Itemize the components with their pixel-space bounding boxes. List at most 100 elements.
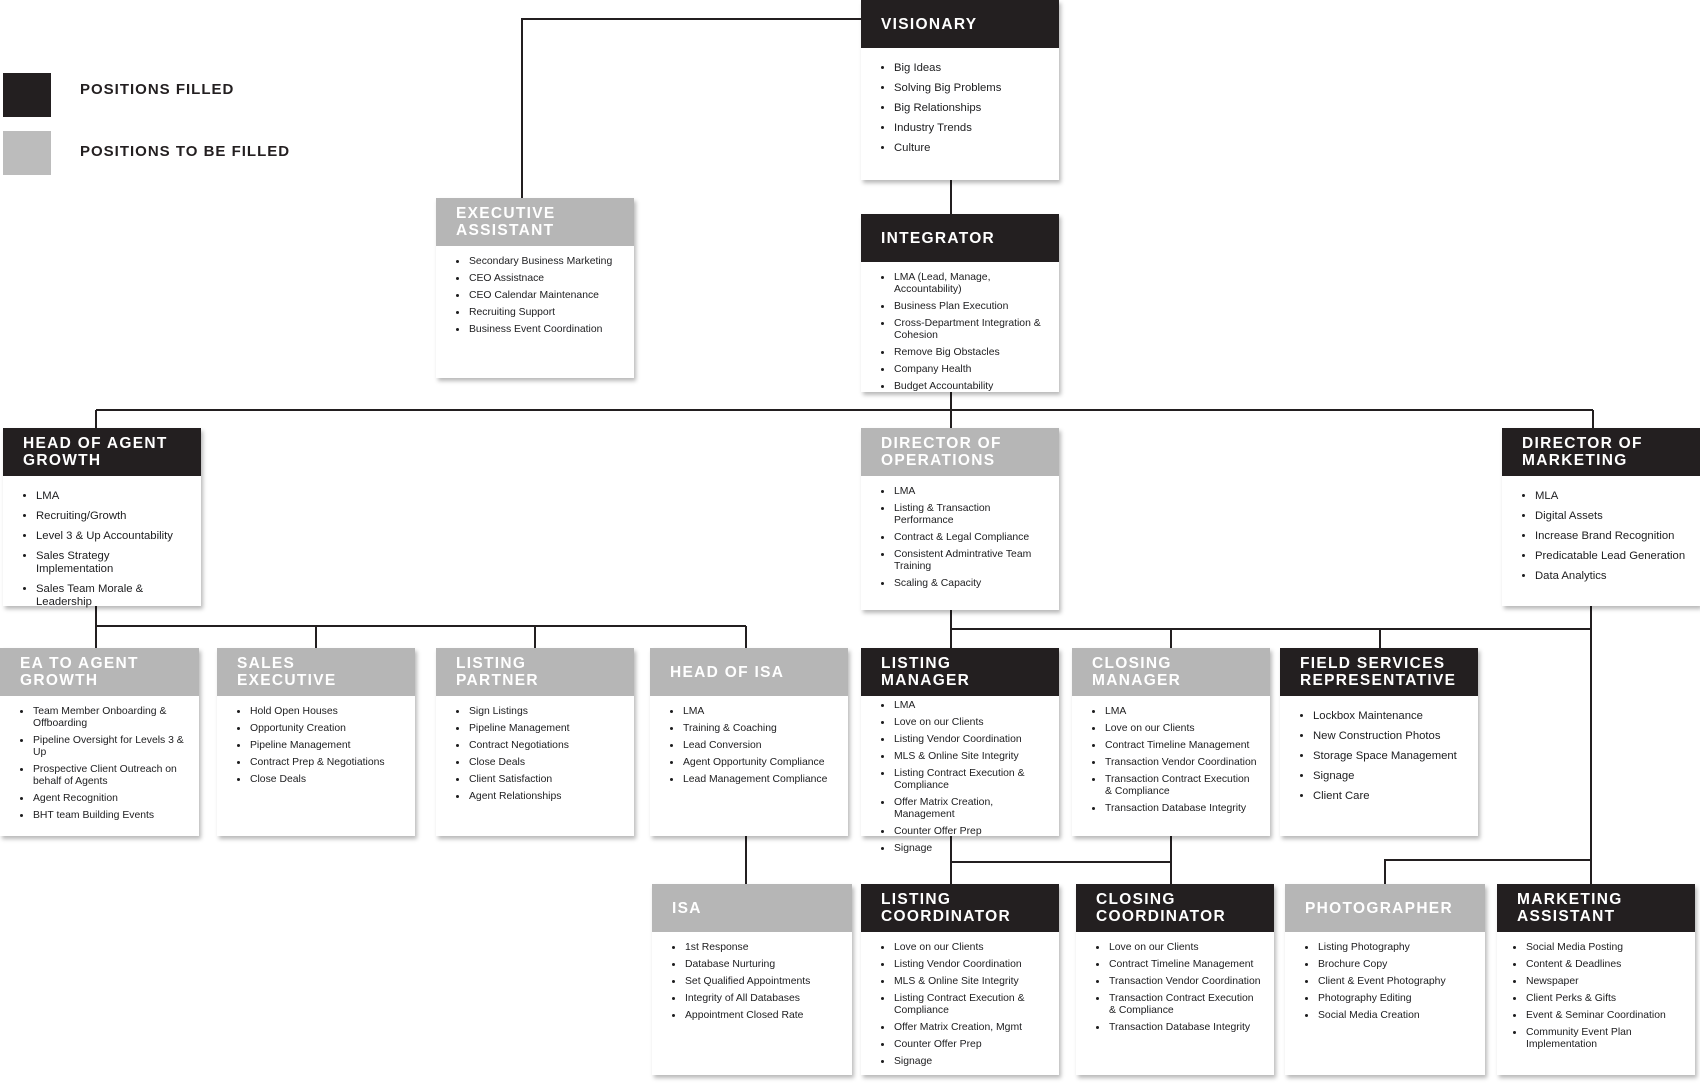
responsibility-item: Budget Accountability <box>881 381 1047 393</box>
responsibility-item: Counter Offer Prep <box>881 826 1047 838</box>
responsibility-item: LMA <box>881 486 1047 498</box>
responsibility-item: Increase Brand Recognition <box>1522 530 1688 543</box>
responsibility-item: Transaction Vendor Coordination <box>1096 976 1262 988</box>
card-title: HEAD OF AGENT GROWTH <box>3 428 201 476</box>
responsibility-item: Transaction Contract Execution & Complia… <box>1096 993 1262 1017</box>
responsibility-item: Client Satisfaction <box>456 774 622 786</box>
responsibility-item: Love on our Clients <box>881 942 1047 954</box>
responsibility-item: Transaction Database Integrity <box>1092 803 1258 815</box>
responsibility-item: Listing & Transaction Performance <box>881 503 1047 527</box>
responsibility-item: Listing Contract Execution & Compliance <box>881 768 1047 792</box>
card-head-of-agent-growth: HEAD OF AGENT GROWTH LMA Recruiting/Growt… <box>3 428 201 608</box>
responsibility-item: Agent Relationships <box>456 791 622 803</box>
responsibility-item: Pipeline Management <box>456 723 622 735</box>
responsibility-item: New Construction Photos <box>1300 730 1466 743</box>
responsibility-item: Close Deals <box>237 774 403 786</box>
responsibility-item: LMA <box>670 706 836 718</box>
legend-filled-swatch <box>3 73 51 117</box>
responsibility-item: Love on our Clients <box>1096 942 1262 954</box>
responsibility-item: Contract & Legal Compliance <box>881 532 1047 544</box>
card-integrator: INTEGRATOR LMA (Lead, Manage, Accountabi… <box>861 214 1059 392</box>
responsibility-item: Solving Big Problems <box>881 82 1047 95</box>
card-title: ISA <box>652 884 852 932</box>
responsibility-item: Scaling & Capacity <box>881 578 1047 590</box>
card-title: MARKETING ASSISTANT <box>1497 884 1695 932</box>
responsibility-item: Level 3 & Up Accountability <box>23 530 189 543</box>
responsibility-item: MLS & Online Site Integrity <box>881 751 1047 763</box>
card-title: DIRECTOR OF MARKETING <box>1502 428 1700 476</box>
responsibility-item: Offer Matrix Creation, Management <box>881 797 1047 821</box>
connector-visionary-executive-assistant <box>521 18 861 198</box>
legend-filled-label: POSITIONS FILLED <box>80 81 235 98</box>
responsibility-item: Love on our Clients <box>881 717 1047 729</box>
card-title: LISTING PARTNER <box>436 648 634 696</box>
responsibility-item: Secondary Business Marketing <box>456 256 622 268</box>
card-title: PHOTOGRAPHER <box>1285 884 1485 932</box>
responsibility-item: Listing Contract Execution & Compliance <box>881 993 1047 1017</box>
responsibility-item: Appointment Closed Rate <box>672 1010 840 1022</box>
responsibility-item: Client Care <box>1300 790 1466 803</box>
responsibility-item: Signage <box>881 843 1047 855</box>
responsibility-item: Agent Recognition <box>20 793 187 805</box>
responsibility-item: LMA (Lead, Manage, Accountability) <box>881 272 1047 296</box>
responsibility-item: Opportunity Creation <box>237 723 403 735</box>
card-title: EA TO AGENT GROWTH <box>0 648 199 696</box>
responsibility-item: Community Event Plan Implementation <box>1513 1027 1683 1051</box>
responsibility-item: Set Qualified Appointments <box>672 976 840 988</box>
responsibility-item: Listing Vendor Coordination <box>881 959 1047 971</box>
responsibility-item: Love on our Clients <box>1092 723 1258 735</box>
responsibility-item: Contract Timeline Management <box>1096 959 1262 971</box>
responsibility-item: 1st Response <box>672 942 840 954</box>
card-title: LISTING COORDINATOR <box>861 884 1059 932</box>
responsibility-item: Remove Big Obstacles <box>881 347 1047 359</box>
responsibility-item: BHT team Building Events <box>20 810 187 822</box>
responsibility-item: Big Relationships <box>881 102 1047 115</box>
responsibility-item: Training & Coaching <box>670 723 836 735</box>
responsibility-item: Digital Assets <box>1522 510 1688 523</box>
responsibility-item: Sign Listings <box>456 706 622 718</box>
responsibility-item: Big Ideas <box>881 62 1047 75</box>
responsibility-item: Hold Open Houses <box>237 706 403 718</box>
responsibility-item: Pipeline Management <box>237 740 403 752</box>
responsibility-item: Recruiting/Growth <box>23 510 189 523</box>
responsibility-item: LMA <box>23 490 189 503</box>
card-title: CLOSING MANAGER <box>1072 648 1270 696</box>
responsibility-item: Lead Conversion <box>670 740 836 752</box>
responsibility-item: Content & Deadlines <box>1513 959 1683 971</box>
responsibility-item: MLA <box>1522 490 1688 503</box>
responsibility-item: Transaction Database Integrity <box>1096 1022 1262 1034</box>
responsibility-item: Transaction Contract Execution & Complia… <box>1092 774 1258 798</box>
responsibility-item: Contract Prep & Negotiations <box>237 757 403 769</box>
responsibility-item: Industry Trends <box>881 122 1047 135</box>
responsibility-item: Contract Timeline Management <box>1092 740 1258 752</box>
card-executive-assistant: EXECUTIVE ASSISTANT Secondary Business M… <box>436 198 634 378</box>
responsibility-item: Photography Editing <box>1305 993 1473 1005</box>
responsibility-item: Counter Offer Prep <box>881 1039 1047 1051</box>
card-title: CLOSING COORDINATOR <box>1076 884 1274 932</box>
responsibility-item: Company Health <box>881 364 1047 376</box>
responsibility-item: Recruiting Support <box>456 307 622 319</box>
responsibility-item: Close Deals <box>456 757 622 769</box>
card-title: SALES EXECUTIVE <box>217 648 415 696</box>
responsibility-item: Event & Seminar Coordination <box>1513 1010 1683 1022</box>
responsibility-item: Sales Strategy Implementation <box>23 550 189 576</box>
